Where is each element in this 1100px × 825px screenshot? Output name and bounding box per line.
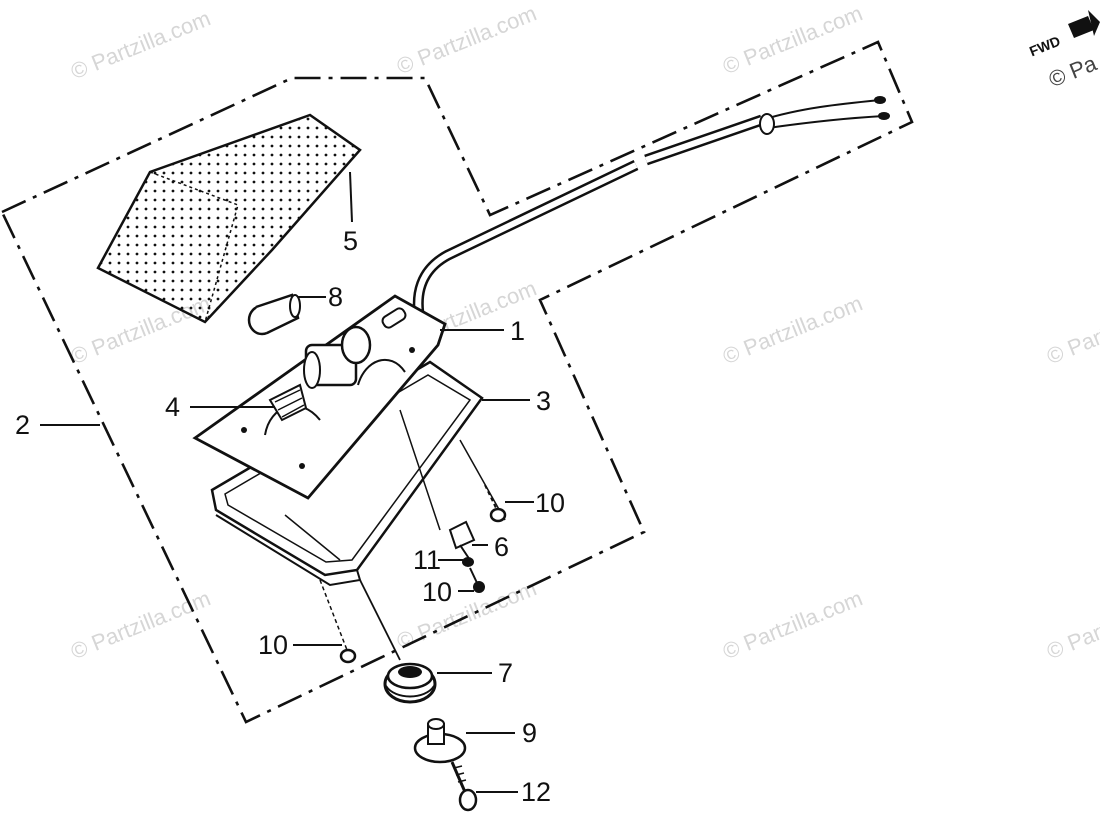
callout-10: 10: [422, 577, 453, 607]
bulb: [247, 293, 301, 336]
leader-lines: [40, 171, 534, 793]
callout-8: 8: [328, 282, 344, 312]
callout-10: 10: [258, 630, 289, 660]
bolt-and-cap: [413, 718, 478, 812]
fasteners: [319, 484, 507, 664]
callout-2: 2: [15, 410, 31, 440]
callout-4: 4: [165, 392, 181, 422]
tail-light-lens: [96, 113, 362, 324]
callout-11: 11: [413, 545, 442, 575]
socket-plate: [192, 294, 447, 500]
callout-12: 12: [521, 777, 552, 807]
callout-1: 1: [510, 316, 526, 346]
grommet: [359, 579, 437, 704]
callout-6: 6: [494, 532, 510, 562]
wire-harness: [412, 96, 890, 322]
callout-5: 5: [343, 226, 359, 256]
callout-7: 7: [498, 658, 514, 688]
callout-9: 9: [522, 718, 538, 748]
callout-10: 10: [535, 488, 566, 518]
forward-arrow-icon: [1068, 10, 1100, 38]
callout-3: 3: [536, 386, 552, 416]
light-base: [210, 360, 506, 587]
socket: [268, 325, 372, 422]
assembly-boundary: [0, 40, 914, 724]
